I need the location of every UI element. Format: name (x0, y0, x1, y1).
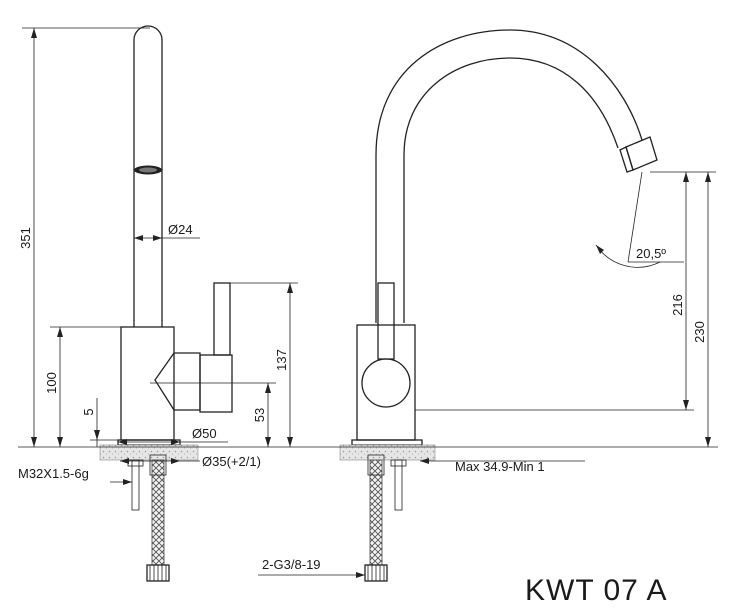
label-max-min: Max 34.9-Min 1 (455, 459, 545, 474)
label-angle: 20,5º (636, 246, 666, 261)
label-d24: Ø24 (168, 222, 193, 237)
labels: 351 Ø24 100 5 Ø50 Ø35(+2/1) M32X1.5-6g 1… (18, 222, 707, 607)
model-label: KWT 07 A (525, 574, 668, 607)
label-m32: M32X1.5-6g (18, 466, 89, 481)
label-137: 137 (274, 349, 289, 371)
label-351: 351 (18, 227, 33, 249)
label-g38: 2-G3/8-19 (262, 557, 321, 572)
label-216: 216 (670, 294, 685, 316)
front-view (339, 29, 658, 582)
label-d35: Ø35(+2/1) (202, 454, 261, 469)
label-5: 5 (81, 408, 96, 415)
label-d50: Ø50 (192, 426, 217, 441)
dimensions (18, 27, 718, 578)
label-53: 53 (252, 408, 267, 422)
side-view (99, 25, 233, 582)
label-100: 100 (44, 372, 59, 394)
label-230: 230 (692, 321, 707, 343)
